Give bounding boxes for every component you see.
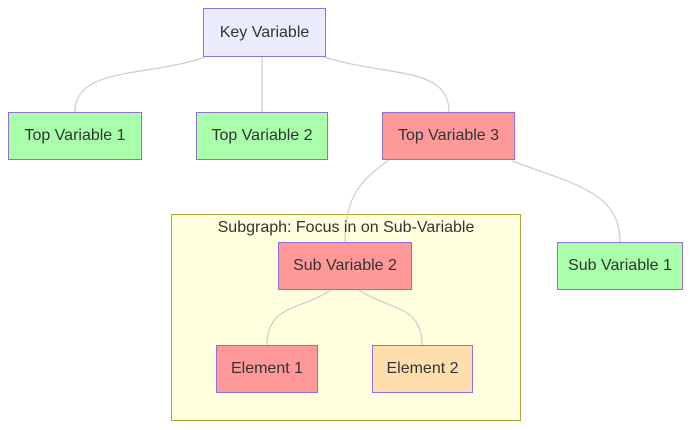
node-key-variable-label: Key Variable bbox=[219, 23, 310, 41]
node-sub-variable-2-label: Sub Variable 2 bbox=[293, 257, 397, 274]
node-top-variable-2-label: Top Variable 2 bbox=[211, 127, 313, 144]
node-top-variable-2: Top Variable 2 bbox=[196, 112, 328, 160]
edge-key-to-top3 bbox=[323, 56, 450, 113]
node-key-variable: Key Variable bbox=[203, 8, 326, 57]
node-element-1-label: Element 1 bbox=[230, 360, 304, 377]
node-element-2-label: Element 2 bbox=[386, 360, 459, 377]
node-top-variable-1: Top Variable 1 bbox=[8, 112, 142, 160]
node-sub-variable-1: Sub Variable 1 bbox=[557, 242, 683, 290]
edge-key-to-top1 bbox=[74, 56, 206, 113]
node-top-variable-3: Top Variable 3 bbox=[382, 112, 515, 160]
node-top-variable-3-label: Top Variable 3 bbox=[397, 127, 500, 144]
node-element-2: Element 2 bbox=[372, 345, 473, 393]
subgraph-title: Subgraph: Focus in on Sub-Variable bbox=[217, 219, 475, 236]
node-top-variable-1-label: Top Variable 1 bbox=[24, 127, 126, 144]
edge-top3-to-sub2 bbox=[344, 159, 390, 243]
edge-top3-to-sub1 bbox=[511, 160, 621, 243]
node-element-1: Element 1 bbox=[216, 345, 318, 393]
edge-sub2-to-el1 bbox=[266, 289, 332, 346]
edge-sub2-to-el2 bbox=[358, 289, 423, 346]
node-sub-variable-1-label: Sub Variable 1 bbox=[568, 257, 672, 274]
node-sub-variable-2: Sub Variable 2 bbox=[278, 242, 412, 290]
